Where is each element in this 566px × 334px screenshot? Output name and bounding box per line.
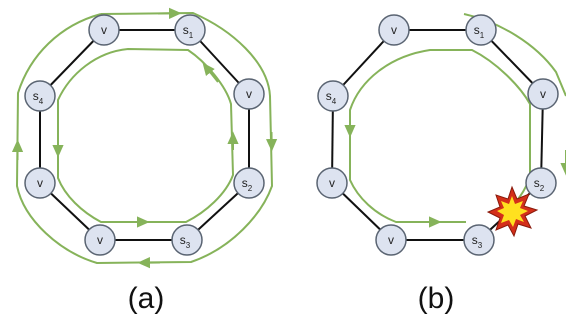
node-s4-b: s4 [317, 80, 349, 112]
svg-text:s3: s3 [472, 233, 483, 250]
node-v-top-a: v [88, 14, 120, 46]
ring-edges-a [39, 29, 250, 241]
svg-text:v: v [101, 23, 107, 37]
node-s2-b: s2 [525, 167, 557, 199]
svg-text:s3: s3 [180, 233, 191, 250]
svg-text:s1: s1 [474, 23, 485, 40]
node-v-bottom-a: v [84, 224, 116, 256]
node-v-top-b: v [378, 14, 410, 46]
panel-a: v s1 v s2 s3 v v s4 (a) [11, 7, 278, 315]
node-s1-b: s1 [465, 14, 497, 46]
burst-icon [486, 185, 539, 238]
svg-text:v: v [246, 87, 252, 101]
inner-arrow [202, 62, 219, 83]
svg-text:s1: s1 [183, 23, 194, 40]
node-s1-a: s1 [174, 14, 206, 46]
panel-label-b: (b) [418, 282, 455, 315]
svg-text:v: v [329, 176, 335, 190]
node-s3-a: s3 [171, 224, 203, 256]
node-v-bottom-b: v [375, 224, 407, 256]
svg-text:s4: s4 [33, 89, 44, 106]
node-s3-b: s3 [463, 224, 495, 256]
node-s4-a: s4 [24, 80, 56, 112]
node-v-right-b: v [527, 78, 559, 110]
svg-text:s4: s4 [326, 89, 337, 106]
node-v-left-a: v [24, 167, 56, 199]
node-v-left-b: v [316, 167, 348, 199]
node-v-right-a: v [233, 78, 265, 110]
reroute-path-b [349, 49, 531, 223]
node-s2-a: s2 [233, 167, 265, 199]
svg-text:v: v [540, 87, 546, 101]
svg-text:v: v [388, 233, 394, 247]
svg-text:v: v [97, 233, 103, 247]
svg-text:s2: s2 [242, 176, 253, 193]
panel-b: v s1 v s2 s3 v v s4 [316, 13, 566, 315]
svg-text:v: v [391, 23, 397, 37]
panel-label-a: (a) [128, 282, 165, 315]
inner-path-a [57, 47, 235, 223]
svg-text:s2: s2 [534, 176, 545, 193]
svg-text:v: v [37, 176, 43, 190]
